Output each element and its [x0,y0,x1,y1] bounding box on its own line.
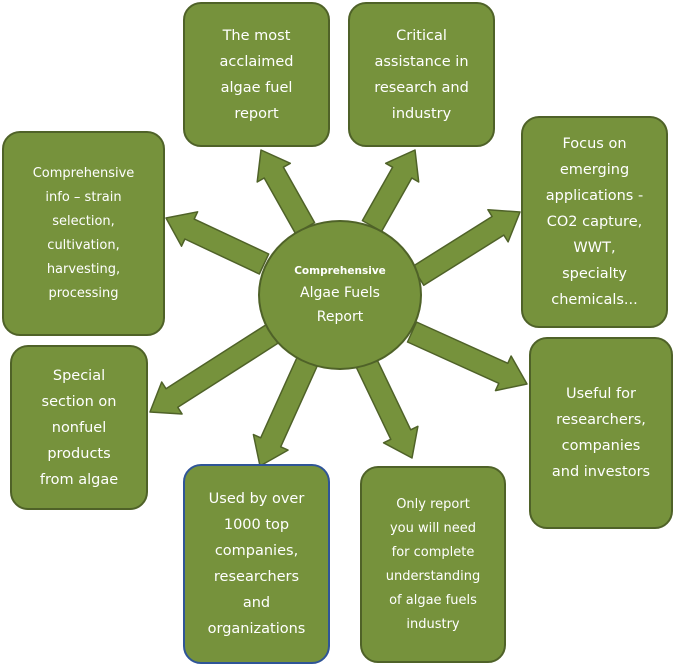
box-text-line: and [242,595,271,611]
box-text-line: for complete [391,544,475,560]
arrow-to-most-acclaimed [256,149,316,235]
box-text-line: processing [48,285,119,301]
box-text-line: and investors [551,464,651,480]
box-text-line: understanding [385,568,481,584]
box-text-line: CO2 capture, [546,214,643,230]
arrow-to-used-by [252,356,318,467]
box-text-line: section on [41,393,117,410]
box-text-line: industry [391,105,452,122]
box-used-by: Used by over 1000 top companies, researc… [183,464,330,664]
box-special-section: Special section on nonfuel products from… [10,345,148,510]
box-text-line: assistance in [374,53,469,70]
box-text-line: Used by over [208,491,305,507]
arrow-to-emerging-applications [411,208,521,287]
box-text-line: emerging [559,162,630,178]
box-text-line: researchers, [556,412,646,428]
box-text-line: applications - [545,188,644,204]
box-text-line: industry [406,616,460,632]
box-text-line: specialty [562,266,627,282]
box-text-line: algae fuel [220,79,293,96]
box-text-line: from algae [39,471,119,488]
box-text-line: organizations [207,621,306,637]
center-label-3: Report [316,309,364,325]
box-text-line: Useful for [566,386,636,402]
center-label-1: Comprehensive [294,265,386,277]
box-text-line: research and [374,79,469,96]
box-text-line: Comprehensive [32,165,135,181]
box-text-line: acclaimed [219,53,294,70]
box-text-line: products [47,445,111,462]
box-text-line: companies [561,438,641,454]
arrow-to-only-report [354,354,419,459]
box-text-line: nonfuel [51,419,107,436]
arrow-to-special-section [149,323,279,415]
box-text-line: WWT, [573,240,616,256]
box-text-line: 1000 top [223,517,290,533]
box-text-line: of algae fuels [389,592,477,608]
box-text-line: Special [52,367,106,384]
box-text-line: researchers [213,569,300,585]
box-useful-for: Useful for researchers, companies and in… [529,337,673,529]
box-text-line: The most [222,27,291,44]
box-text-line: info – strain [45,189,122,205]
box-text-line: you will need [389,520,477,536]
box-text-line: Critical [396,27,447,44]
box-emerging-applications: Focus on emerging applications - CO2 cap… [521,116,668,328]
box-text-line: Only report [396,496,470,512]
arrow-to-useful-for [406,321,528,392]
center-hub: Comprehensive Algae Fuels Report [258,220,422,370]
box-text-line: Focus on [562,136,627,152]
arrow-to-comprehensive-info [165,211,270,275]
box-text-line: cultivation, [47,237,120,253]
box-critical-assistance: Critical assistance in research and indu… [348,2,495,147]
box-most-acclaimed: The most acclaimed algae fuel report [183,2,330,147]
box-text-line: selection, [52,213,115,229]
center-label-2: Algae Fuels [300,285,380,301]
box-only-report: Only report you will need for complete u… [360,466,506,663]
box-text-line: report [234,105,279,122]
box-text-line: chemicals... [551,292,638,308]
box-text-line: harvesting, [46,261,121,277]
box-comprehensive-info: Comprehensive info – strain selection, c… [2,131,165,336]
box-text-line: companies, [214,543,299,559]
arrow-to-critical-assistance [361,149,420,233]
